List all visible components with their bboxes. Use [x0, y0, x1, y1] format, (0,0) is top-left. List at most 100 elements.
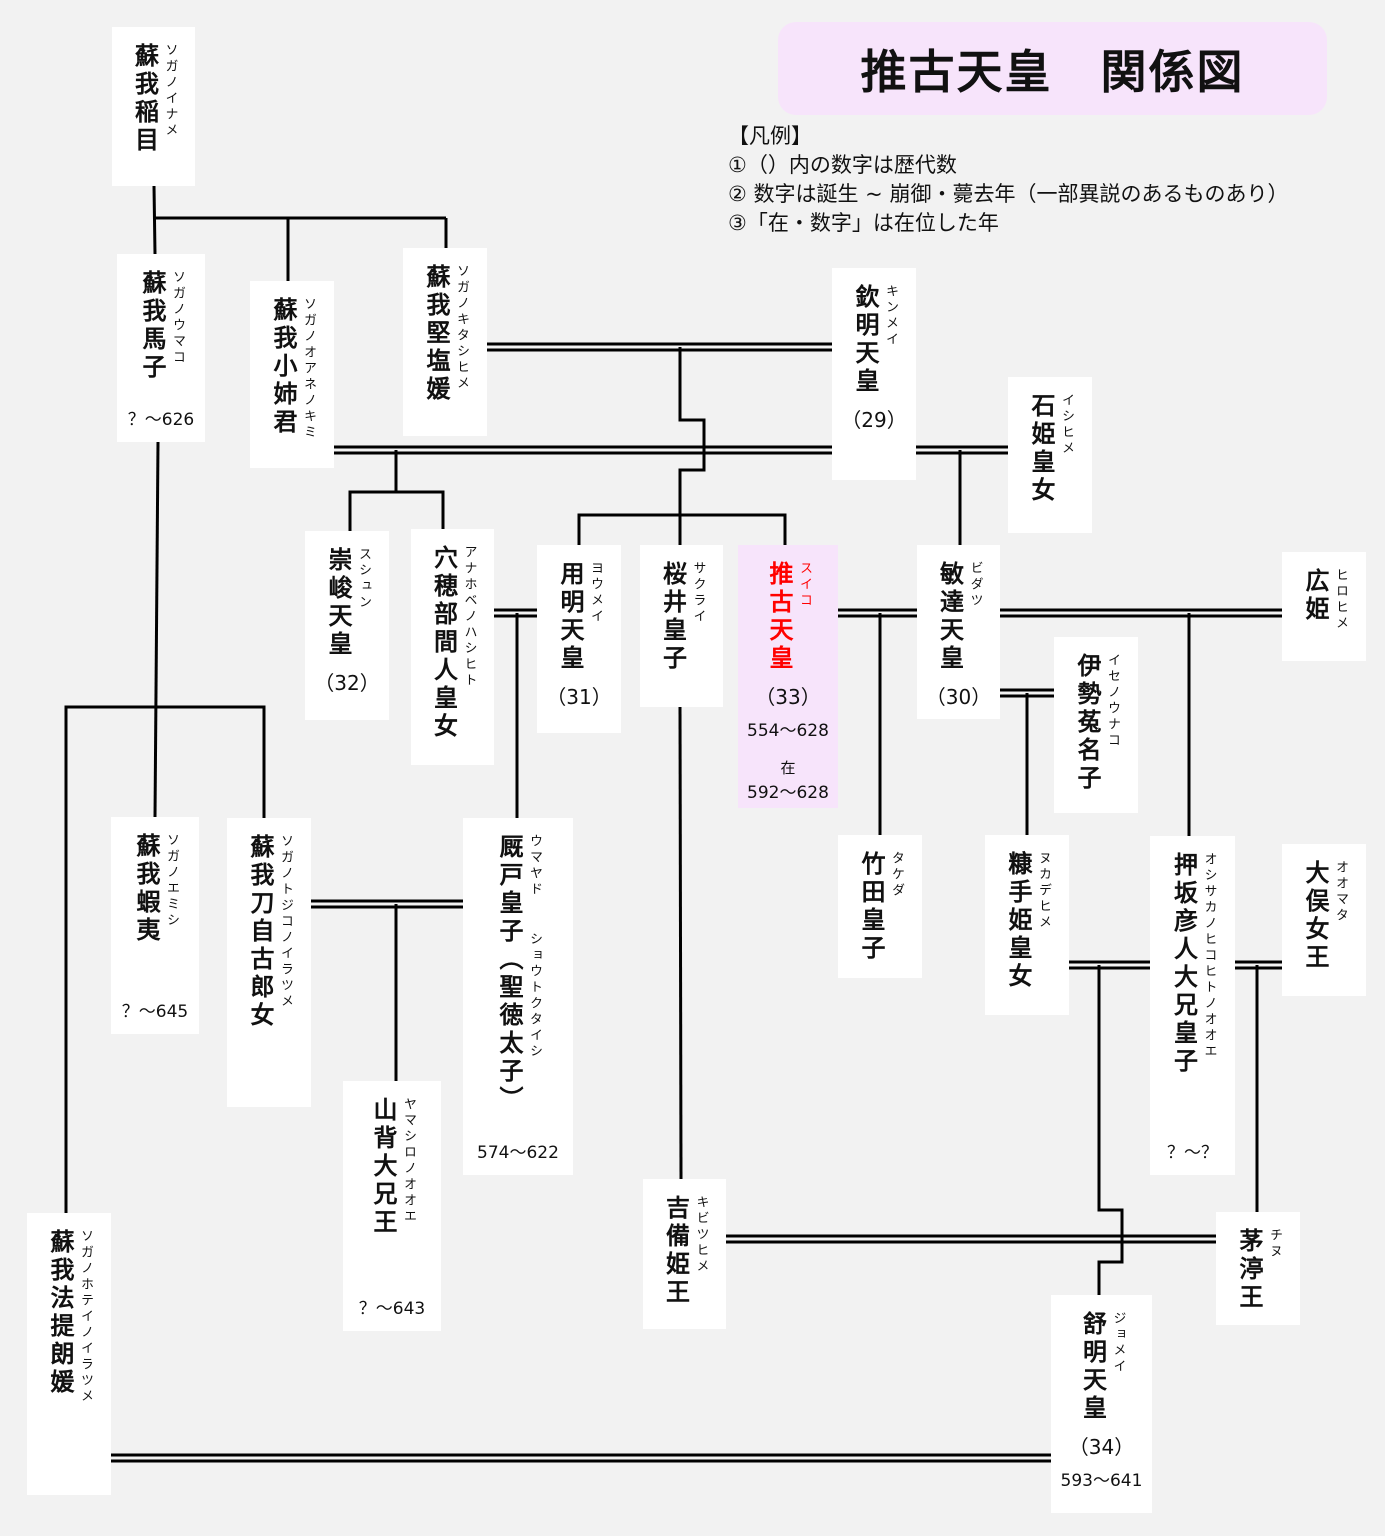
- name-columns: 吉備姫王キビツヒメ: [661, 1195, 709, 1307]
- name-columns: 推古天皇スイコ: [765, 561, 812, 673]
- name-columns: 蘇我蝦夷ソガノエミシ: [132, 833, 179, 945]
- furigana: ジョメイ: [1110, 1311, 1126, 1375]
- descent-line: [678, 347, 706, 545]
- person-name: 吉備姫王: [661, 1195, 690, 1307]
- person-name: 舒明天皇: [1078, 1311, 1107, 1423]
- sibling-line: [64, 705, 266, 1213]
- person-name: 蘇我稲目: [130, 43, 159, 155]
- person-box-hotei: 蘇我法提朗媛ソガノホテイノイラツメ: [27, 1213, 111, 1495]
- reign-years: 592～628: [747, 783, 829, 803]
- furigana-text: ジョメイ: [1110, 1311, 1126, 1375]
- furigana: ソガノトジコノイラツメ: [278, 834, 293, 1010]
- furigana-text: スシュン: [356, 547, 371, 611]
- furigana-text: サクライ: [690, 561, 706, 625]
- person-name: 広姫: [1301, 568, 1329, 624]
- person-name: 山背大兄王: [369, 1097, 397, 1237]
- person-name: 押坂彦人大兄皇子: [1169, 852, 1198, 1076]
- furigana: サクライ: [690, 561, 706, 625]
- furigana: キンメイ: [883, 284, 898, 348]
- furigana: ヤマシロノオオエ: [401, 1097, 416, 1225]
- furigana: キビツヒメ: [693, 1195, 709, 1275]
- reign-number: （30）: [925, 685, 992, 709]
- person-box-kitashi: 蘇我堅塩媛ソガノキタシヒメ: [403, 248, 487, 436]
- furigana-text: ソガノオアネノキミ: [301, 297, 316, 441]
- furigana-text: ビダツ: [967, 561, 983, 609]
- name-columns: 蘇我法提朗媛ソガノホテイノイラツメ: [46, 1229, 93, 1405]
- person-name: 桜井皇子: [658, 561, 687, 673]
- furigana: ヒロヒメ: [1333, 568, 1348, 632]
- reign-number: （32）: [314, 671, 380, 695]
- reign-number: （34）: [1068, 1435, 1135, 1459]
- name-columns: 欽明天皇キンメイ: [851, 284, 898, 396]
- furigana-text: ソガノトジコノイラツメ: [278, 834, 293, 1010]
- person-box-hashihito: 穴穂部間人皇女アナホベノハシヒト: [411, 529, 494, 765]
- person-name: 蘇我法提朗媛: [46, 1229, 74, 1397]
- name-columns: 舒明天皇ジョメイ: [1078, 1311, 1126, 1423]
- person-box-sakurai: 桜井皇子サクライ: [640, 545, 723, 707]
- person-name: 敏達天皇: [935, 561, 964, 673]
- person-name: 蘇我蝦夷: [132, 833, 160, 945]
- furigana-text: ソガノキタシヒメ: [454, 264, 469, 392]
- name-columns: 厩戸皇子（聖徳太子）ウマヤドショウトクタイシ: [495, 834, 542, 1114]
- furigana: イシヒメ: [1059, 393, 1074, 457]
- furigana: ソガノオアネノキミ: [301, 297, 316, 441]
- furigana-text: ヌカデヒメ: [1036, 851, 1051, 931]
- name-columns: 押坂彦人大兄皇子オシサカノヒコヒトノオオエ: [1169, 852, 1217, 1076]
- name-columns: 蘇我小姉君ソガノオアネノキミ: [269, 297, 316, 441]
- name-columns: 蘇我堅塩媛ソガノキタシヒメ: [422, 264, 469, 404]
- furigana: ヌカデヒメ: [1036, 851, 1051, 931]
- name-columns: 敏達天皇ビダツ: [935, 561, 983, 673]
- person-name: 大俣女王: [1301, 860, 1329, 972]
- furigana: ビダツ: [967, 561, 983, 609]
- person-name: 竹田皇子: [857, 851, 885, 963]
- person-box-kibitsu: 吉備姫王キビツヒメ: [643, 1179, 726, 1329]
- person-box-sushun: 崇峻天皇スシュン（32）: [305, 531, 389, 720]
- furigana: スシュン: [356, 547, 371, 611]
- name-columns: 糠手姫皇女ヌカデヒメ: [1004, 851, 1051, 991]
- furigana-text: タケダ: [889, 851, 904, 899]
- name-columns: 用明天皇ヨウメイ: [556, 561, 603, 673]
- page-title: 推古天皇 関係図: [860, 44, 1245, 99]
- furigana-text: スイコ: [797, 561, 812, 609]
- name-columns: 桜井皇子サクライ: [658, 561, 706, 673]
- person-box-nukade: 糠手姫皇女ヌカデヒメ: [985, 835, 1069, 1015]
- life-dates: 593～641: [1060, 1471, 1143, 1491]
- person-name: 穴穂部間人皇女: [429, 545, 458, 741]
- furigana: イセノウナコ: [1105, 653, 1120, 749]
- furigana-text: チヌ: [1267, 1228, 1282, 1260]
- furigana-text: キビツヒメ: [693, 1195, 709, 1275]
- furigana: オシサカノヒコヒトノオオエ: [1202, 852, 1217, 1060]
- name-columns: 蘇我刀自古郎女ソガノトジコノイラツメ: [246, 834, 293, 1030]
- furigana-text: ソガノエミシ: [164, 833, 179, 929]
- name-columns: 蘇我稲目ソガノイナメ: [130, 43, 178, 155]
- descent-line: [152, 185, 157, 255]
- name-columns: 竹田皇子タケダ: [857, 851, 904, 963]
- furigana-text: ソガノホテイノイラツメ: [78, 1229, 93, 1405]
- person-box-oshisaka: 押坂彦人大兄皇子オシサカノヒコヒトノオオエ？～？: [1150, 836, 1235, 1175]
- furigana-text: ソガノイナメ: [162, 43, 178, 139]
- furigana: ソガノイナメ: [162, 43, 178, 139]
- life-dates: 574～622: [477, 1143, 559, 1163]
- furigana-text: イシヒメ: [1059, 393, 1074, 457]
- name-columns: 石姫皇女イシヒメ: [1027, 393, 1074, 505]
- person-name: 蘇我小姉君: [269, 297, 297, 437]
- furigana: ソガノエミシ: [164, 833, 179, 929]
- furigana-text: ソガノウマコ: [170, 270, 185, 366]
- furigana-text: イセノウナコ: [1105, 653, 1120, 749]
- furigana: タケダ: [889, 851, 904, 899]
- furigana: ソガノホテイノイラツメ: [78, 1229, 93, 1405]
- descent-line: [1097, 965, 1124, 1295]
- furigana: チヌ: [1267, 1228, 1282, 1260]
- sibling-line: [577, 513, 787, 545]
- reign-number: （31）: [546, 685, 612, 709]
- name-columns: 伊勢菟名子イセノウナコ: [1073, 653, 1120, 793]
- person-box-chinu: 茅渟王チヌ: [1216, 1212, 1300, 1325]
- person-box-bidatsu: 敏達天皇ビダツ （30）: [917, 545, 1000, 719]
- person-box-yomei: 用明天皇ヨウメイ （31）: [537, 545, 621, 733]
- person-name: 石姫皇女: [1027, 393, 1055, 505]
- person-box-unako: 伊勢菟名子イセノウナコ: [1054, 637, 1138, 813]
- person-box-tojiko: 蘇我刀自古郎女ソガノトジコノイラツメ: [227, 818, 311, 1107]
- person-box-inaname: 蘇我稲目ソガノイナメ: [112, 27, 195, 186]
- reign-label: 在: [780, 759, 796, 777]
